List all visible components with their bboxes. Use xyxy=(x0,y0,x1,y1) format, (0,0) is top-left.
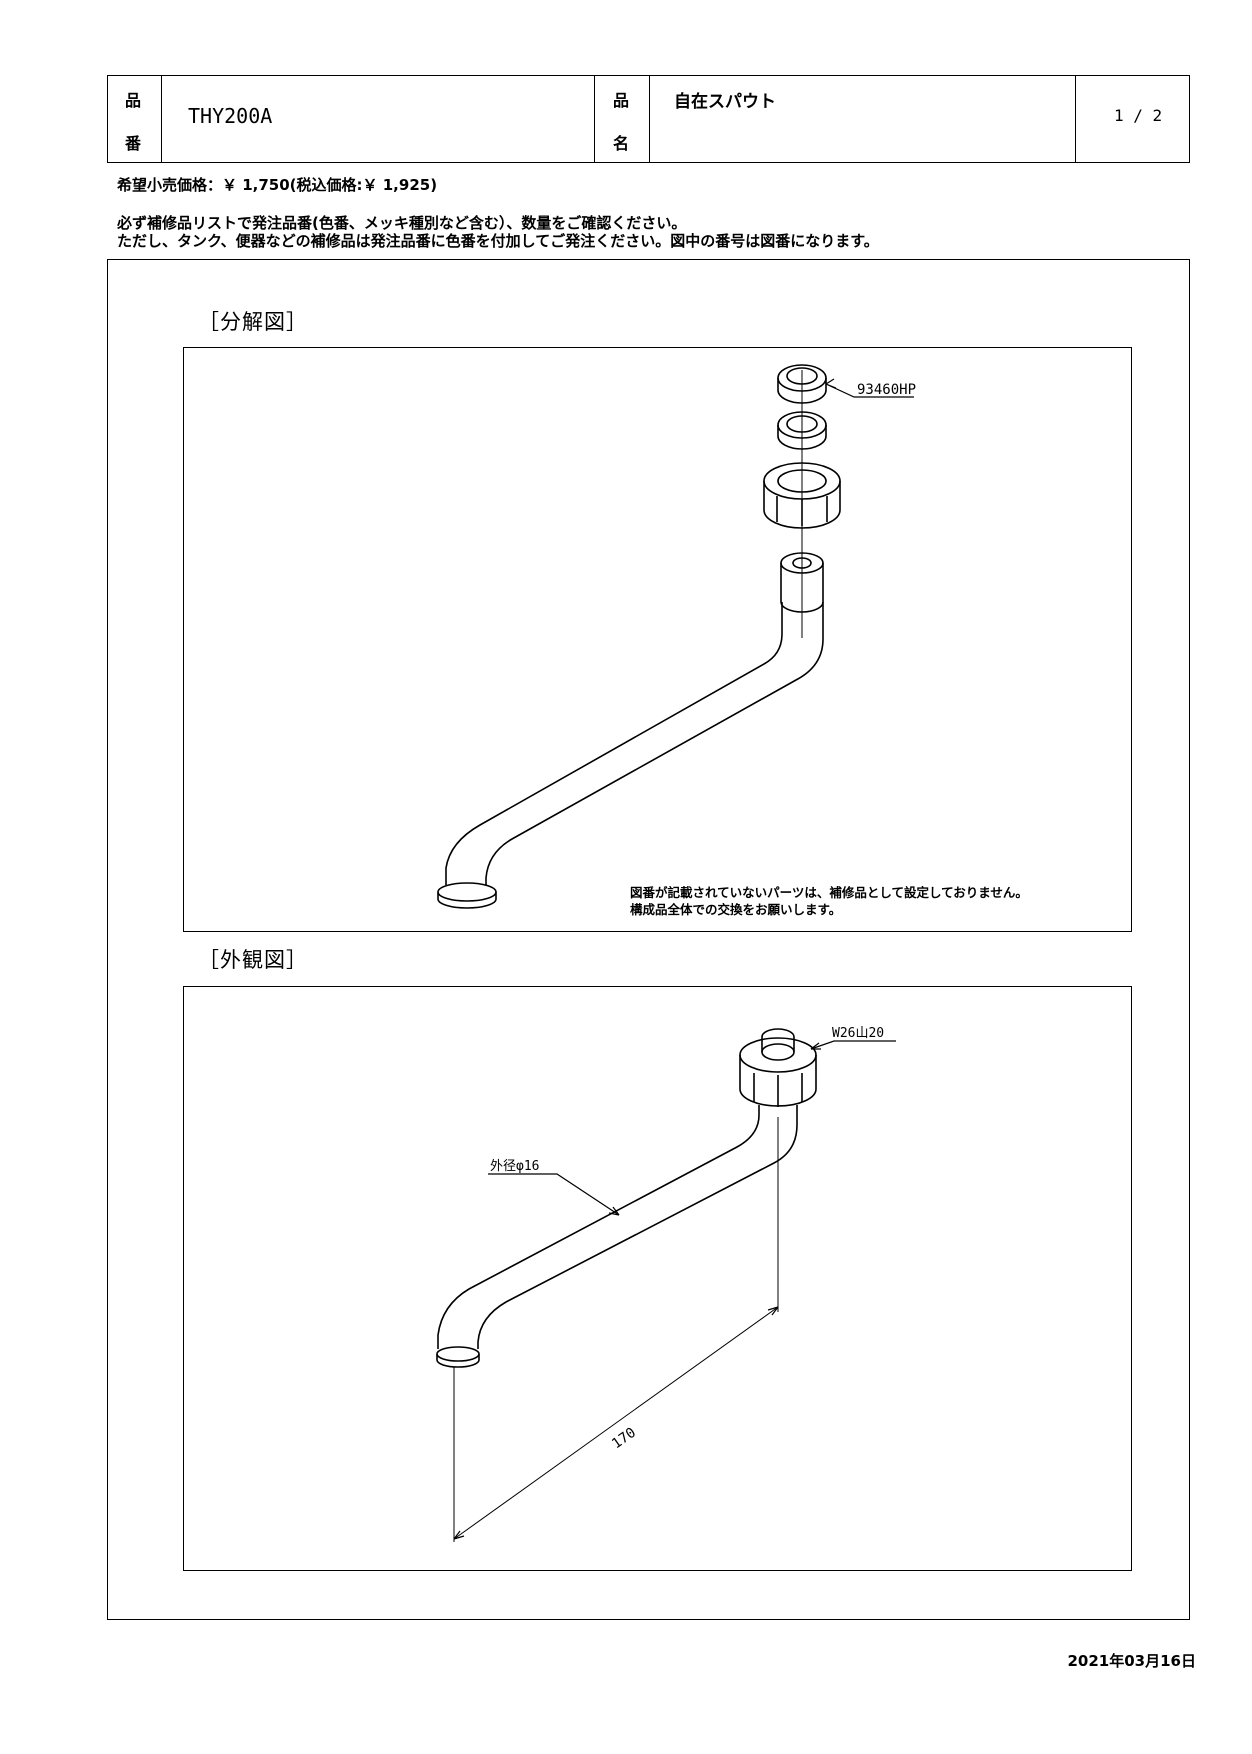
exploded-part-label: 93460HP xyxy=(857,382,916,398)
diameter-label: 外径φ16 xyxy=(490,1159,539,1174)
disclaimer-line-2: 構成品全体での交換をお願いします。 xyxy=(630,902,842,917)
part-name-label-bottom: 名 xyxy=(613,134,630,153)
exterior-drawing: 170 外径φ16 W26山20 xyxy=(436,1026,896,1542)
disclaimer-line-1: 図番が記載されていないパーツは、補修品として設定しておりません。 xyxy=(630,885,1028,900)
part-no-label-top: 品 xyxy=(125,91,142,110)
part-name-label-cell: 品 名 xyxy=(595,76,650,162)
page-number: 1 / 2 xyxy=(1114,106,1163,125)
part-no-label-bottom: 番 xyxy=(125,134,142,153)
page-cell: 1 / 2 xyxy=(1076,76,1189,162)
drawing-frame xyxy=(107,259,1190,1620)
header-table: 品 番 THY200A 品 名 自在スパウト 1 / 2 xyxy=(107,75,1190,163)
part-no-cell: THY200A xyxy=(162,76,595,162)
note-line-1: 必ず補修品リストで発注品番(色番、メッキ種別など含む）、数量をご確認ください。 xyxy=(117,214,687,232)
part-no-label-cell: 品 番 xyxy=(108,76,162,162)
exploded-panel: 93460HP 図番が記載されていないパーツは、補修品として設定しておりません。… xyxy=(183,347,1132,932)
issue-date: 2021年03月16日 xyxy=(1067,1652,1197,1670)
exploded-drawing: 93460HP xyxy=(437,364,916,909)
exterior-title: ［外観図］ xyxy=(198,948,308,972)
exterior-panel: 170 外径φ16 W26山20 xyxy=(183,986,1132,1571)
price-line: 希望小売価格：￥ 1,750(税込価格:￥ 1,925) xyxy=(117,176,438,194)
exploded-title: ［分解図］ xyxy=(198,310,308,334)
thread-label: W26山20 xyxy=(832,1026,884,1041)
note-line-2: ただし、タンク、便器などの補修品は発注品番に色番を付加してご発注ください。図中の… xyxy=(117,232,879,250)
part-name-cell: 自在スパウト xyxy=(650,76,1076,162)
part-no: THY200A xyxy=(188,104,273,128)
length-label: 170 xyxy=(609,1425,639,1453)
part-name-label-top: 品 xyxy=(613,91,630,110)
part-name: 自在スパウト xyxy=(674,92,776,112)
